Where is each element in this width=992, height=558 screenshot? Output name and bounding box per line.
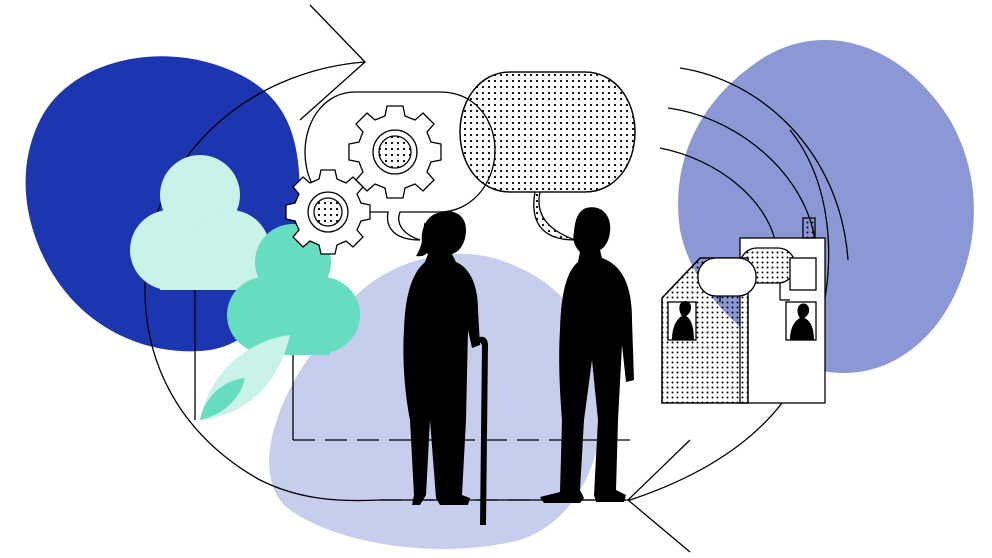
gear-icon-large: [348, 105, 442, 199]
leaf-icon: [200, 335, 290, 420]
walking-cane-icon: [474, 336, 488, 525]
speech-bubble-outline: [459, 71, 636, 193]
arrow-icon-top: [299, 4, 366, 121]
arrow-icon-bottom: [627, 439, 691, 553]
gear-icon-small: [285, 169, 371, 255]
tree-icon-mint: [227, 224, 360, 440]
tree-icon-light: [130, 155, 270, 420]
speech-bubble-icon-dotted: [459, 71, 636, 241]
person-silhouette-icon-man: [540, 207, 634, 504]
signal-arcs: [659, 67, 849, 261]
building-icon: [661, 217, 826, 404]
person-silhouette-icon-elderly-woman: [403, 211, 480, 506]
